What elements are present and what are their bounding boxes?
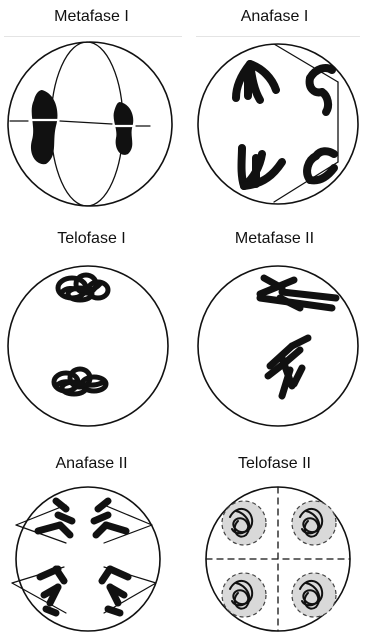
nucleus-top-left [222,501,266,545]
stage-label-metafase-2: Metafase II [183,230,366,248]
stage-label-metafase-1: Metafase I [0,8,183,26]
nucleus-top-right [292,501,336,545]
stage-label-telofase-2: Telofase II [183,455,366,473]
metafase-2-cell [190,258,366,438]
stage-label-telofase-1: Telofase I [0,230,183,248]
separator-line [4,36,182,37]
stage-label-anafase-2: Anafase II [0,455,183,473]
anafase-1-cell [190,38,366,208]
nucleus-bottom-right [292,573,336,617]
telofase-1-cell [0,258,183,438]
metafase-1-cell [0,38,183,208]
nucleus-bottom-left [222,573,266,617]
separator-line [196,36,360,37]
stage-label-anafase-1: Anafase I [183,8,366,26]
telofase-2-cell [190,485,366,632]
anafase-2-cell [0,485,183,632]
